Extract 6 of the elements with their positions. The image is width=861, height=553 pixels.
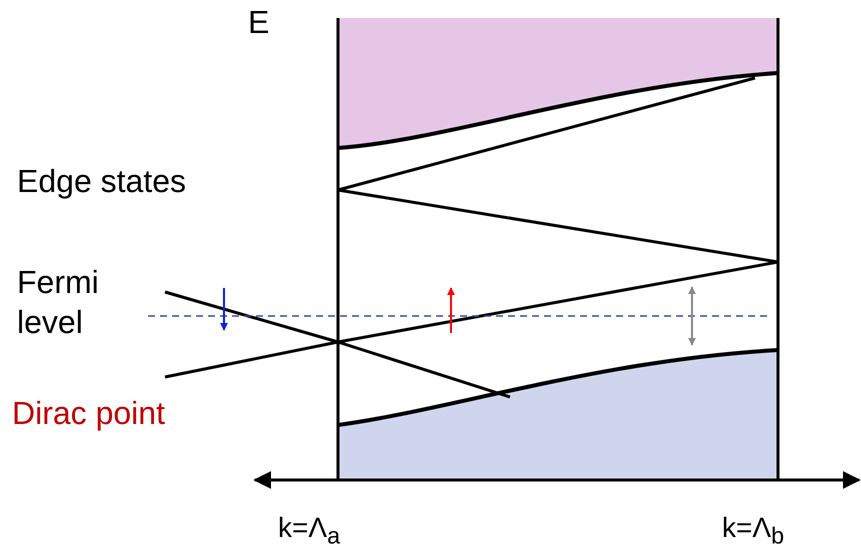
tick-label: k=Λ$_{b}$ bbox=[722, 511, 784, 551]
annotation-label: Edge states bbox=[17, 162, 186, 201]
annotation-label: Dirac point bbox=[12, 394, 165, 433]
tick-label: k=Λ$_{a}$ bbox=[278, 511, 340, 551]
axis-label: E bbox=[248, 3, 270, 42]
annotation-label: Fermi level bbox=[17, 263, 100, 342]
